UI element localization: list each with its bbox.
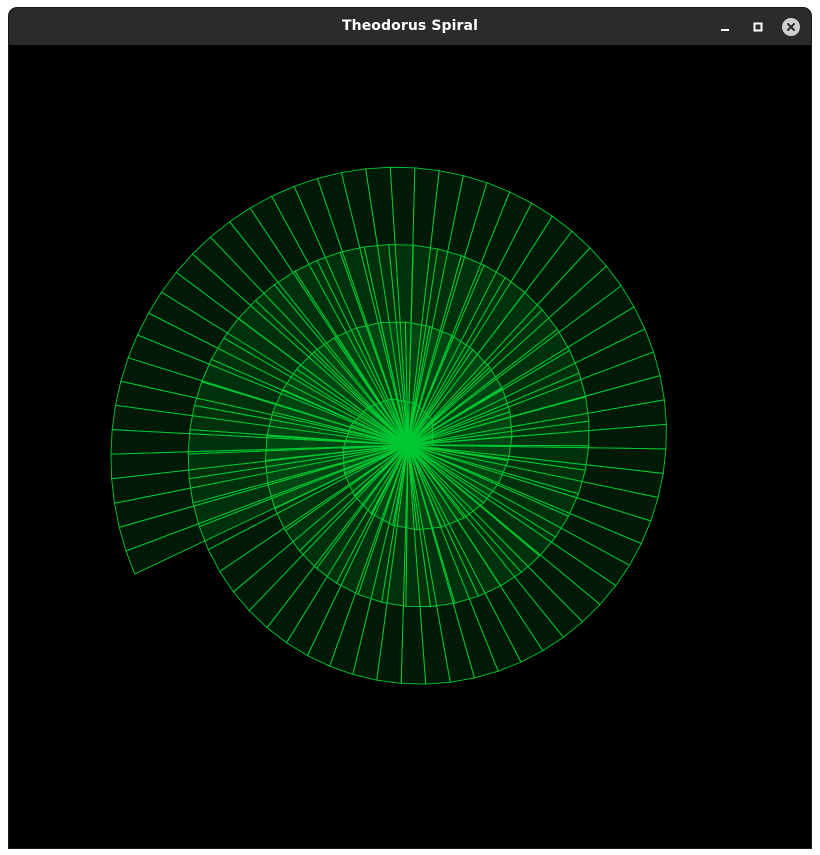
window-title: Theodorus Spiral bbox=[341, 18, 478, 34]
minimize-icon bbox=[721, 28, 729, 31]
maximize-button[interactable] bbox=[745, 8, 771, 45]
theodorus-spiral bbox=[110, 166, 667, 685]
app-window: Theodorus Spiral bbox=[9, 8, 811, 848]
close-icon bbox=[782, 17, 800, 36]
spiral-triangle bbox=[125, 444, 409, 575]
maximize-icon bbox=[753, 22, 763, 31]
minimize-button[interactable] bbox=[712, 8, 738, 45]
close-button[interactable] bbox=[778, 8, 804, 45]
drawing-canvas[interactable] bbox=[9, 45, 811, 848]
title-bar[interactable]: Theodorus Spiral bbox=[9, 8, 811, 46]
